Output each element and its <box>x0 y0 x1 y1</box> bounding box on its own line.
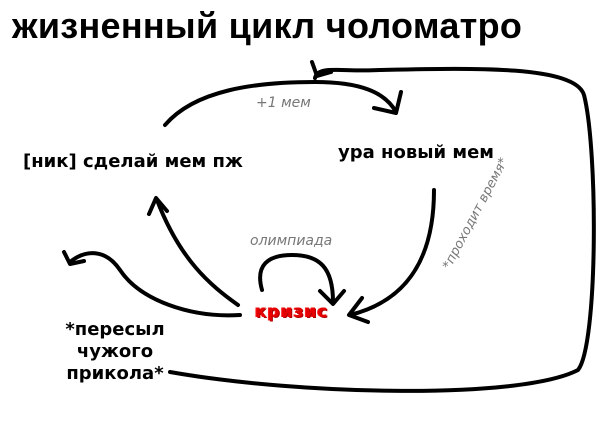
node-repost-line-1: *пересыл <box>65 319 165 340</box>
arrow-crisis-to-request <box>147 196 240 307</box>
arrow-request-to-new-meme <box>163 80 403 127</box>
edge-label-plus-one-meme: +1 мем <box>256 95 311 111</box>
node-crisis: кризис <box>255 302 329 322</box>
node-repost-line-2: чужого <box>76 341 154 362</box>
arrow-new-meme-to-crisis <box>347 188 436 324</box>
node-repost: *пересыл чужого прикола* <box>40 319 190 385</box>
arrow-repost-to-new-meme <box>168 60 596 393</box>
node-new-meme: ура новый мем <box>338 142 495 163</box>
node-repost-line-3: прикола* <box>66 363 164 384</box>
edge-label-olympiad: олимпиада <box>250 233 333 249</box>
diagram-title: жизненный цикл чоломатро <box>12 5 523 46</box>
arrow-crisis-self-loop <box>258 253 346 306</box>
arrow-crisis-to-repost <box>62 250 242 318</box>
node-request-meme: [ник] сделай мем пж <box>23 151 243 172</box>
